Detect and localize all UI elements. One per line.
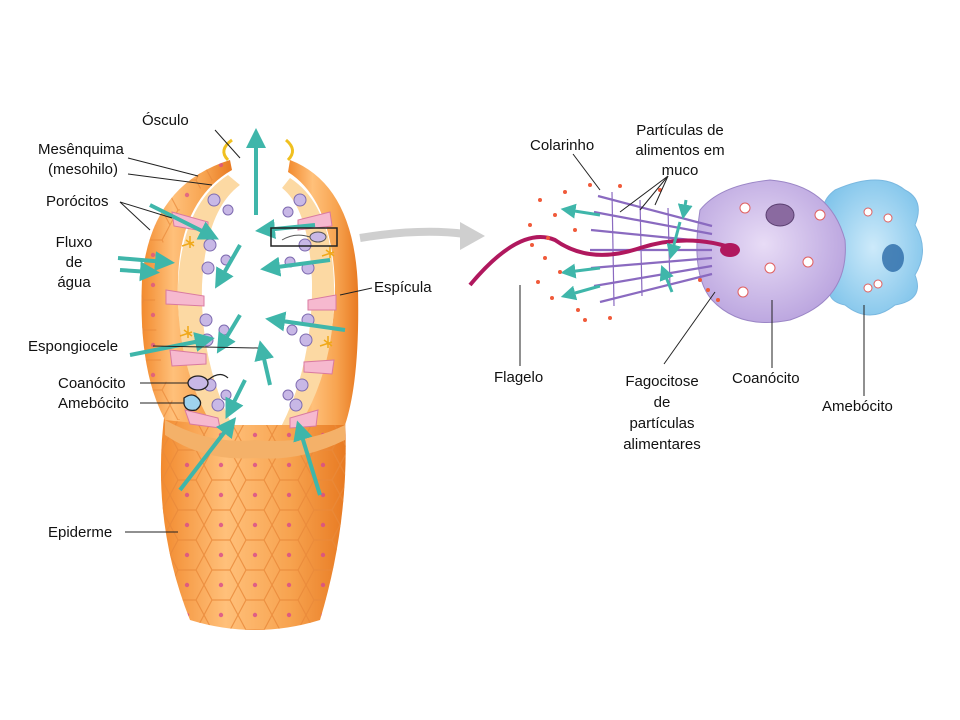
- collar: [590, 191, 713, 307]
- label-flagelo: Flagelo: [494, 369, 544, 386]
- sponge-wall-right: [288, 160, 359, 425]
- label-fluxo-1: Fluxo: [55, 234, 93, 251]
- water-flow-arrows: [117, 128, 346, 496]
- label-espongiocele: Espongiocele: [28, 338, 119, 355]
- label-osculo: Ósculo: [142, 112, 189, 129]
- leader-lines-left: [119, 129, 373, 533]
- label-espicula: Espícula: [374, 279, 432, 296]
- label-particulas-2: alimentos em: [635, 142, 725, 159]
- label-amebocito-right: Amebócito: [822, 398, 893, 415]
- label-fagocitose-4: alimentares: [623, 436, 701, 453]
- magnification-arrow: [359, 222, 485, 250]
- choanocyte-lining: [199, 193, 315, 412]
- label-particulas-3: muco: [661, 162, 699, 179]
- left-amoebocyte-highlight: [183, 394, 202, 412]
- label-fluxo-3: água: [57, 274, 91, 291]
- label-fagocitose-3: partículas: [629, 415, 695, 432]
- leader-lines-right: [519, 153, 865, 396]
- collar-currents: [560, 199, 693, 301]
- label-fagocitose-1: Fagocitose: [625, 373, 699, 390]
- label-porocitos: Porócitos: [46, 193, 109, 210]
- label-particulas-1: Partículas de: [636, 122, 724, 139]
- spicules: [179, 236, 335, 348]
- label-fagocitose-2: de: [653, 394, 671, 411]
- choanocyte-cell: [696, 179, 846, 323]
- spongocoel: [203, 182, 312, 425]
- zoom-box: [270, 227, 338, 247]
- zoom-box-cell: [281, 231, 327, 243]
- label-epiderme: Epiderme: [48, 524, 113, 541]
- label-colarinho: Colarinho: [530, 137, 595, 154]
- label-amebocito-left: Amebócito: [58, 395, 129, 412]
- label-coanocito-right: Coanócito: [732, 370, 800, 387]
- food-particles: [528, 183, 720, 322]
- label-mesenquima-2: (mesohilo): [48, 161, 119, 178]
- flagellum: [468, 235, 739, 287]
- amoebocyte-cell: [823, 179, 923, 316]
- label-mesenquima-1: Mesênquima: [38, 141, 124, 158]
- label-fluxo-2: de: [65, 254, 83, 271]
- label-coanocito-left: Coanócito: [58, 375, 126, 392]
